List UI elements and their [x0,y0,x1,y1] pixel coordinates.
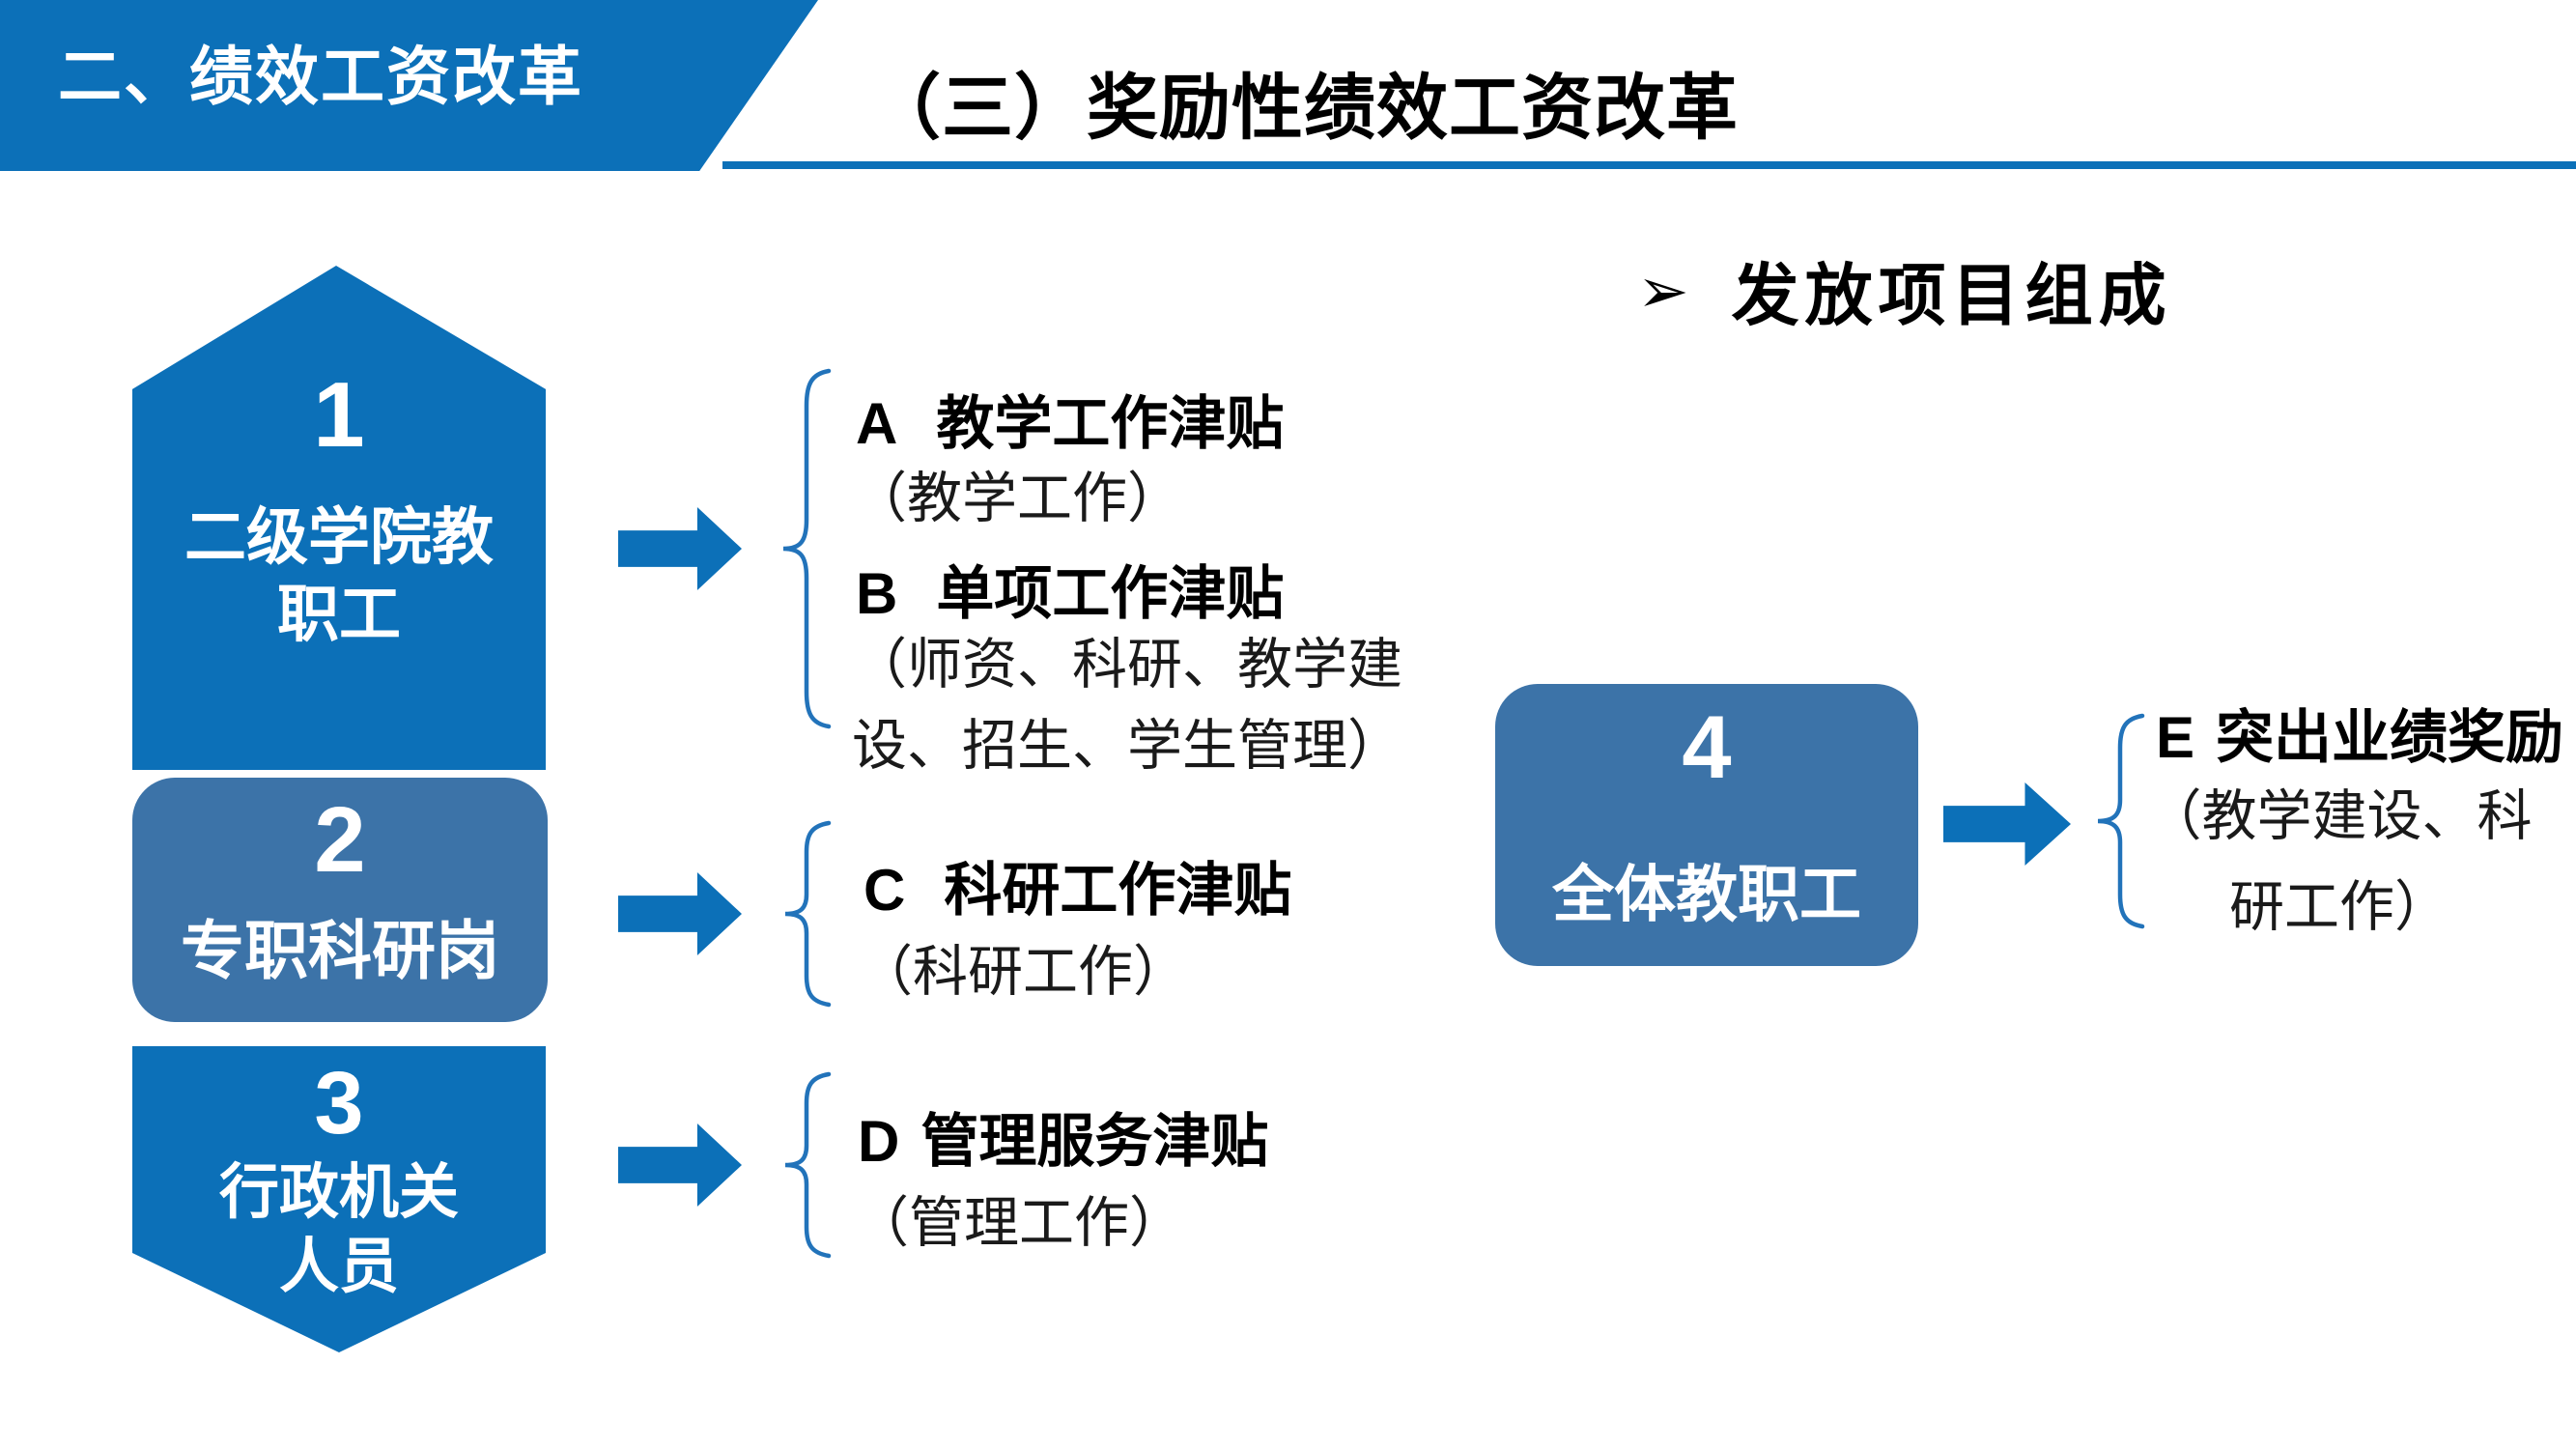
section-heading-row: ➢ 发放项目组成 [1637,242,2172,339]
item-b-title: 单项工作津贴 [936,561,1285,626]
section-banner-label: 二、绩效工资改革 [58,41,583,112]
item-c-code: C [863,858,906,923]
group-1-label-line2: 职工 [277,580,401,649]
brace-c-icon [784,820,832,1008]
item-c-header: C 科研工作津贴 [863,843,1291,927]
group-1-label-line1: 二级学院教 [184,502,494,572]
item-a-title: 教学工作津贴 [936,391,1285,456]
brace-d-icon [784,1071,832,1259]
brace-e-icon [2097,713,2145,929]
right-arrow-icon-4 [1943,782,2071,866]
item-a-code: A [856,391,898,456]
item-d-title: 管理服务津贴 [920,1109,1269,1174]
right-arrow-icon-3 [618,1123,742,1207]
group-2-number: 2 [314,788,366,892]
page-title: （三）奖励性绩效工资改革 [869,68,1739,148]
group-1-shape [132,266,546,770]
group-1-number: 1 [313,363,365,467]
title-underline [722,161,2576,169]
item-e-header: E 突出业绩奖励 [2156,691,2563,775]
group-1-label: 二级学院教职工 [132,498,546,653]
item-d-header: D 管理服务津贴 [858,1095,1268,1179]
group-2-label: 专职科研岗 [181,915,499,986]
item-e-detail: （教学建设、科研工作） [2115,771,2563,952]
item-e-title: 突出业绩奖励 [2216,705,2564,770]
item-b-detail: （师资、科研、教学建设、招生、学生管理） [852,624,1402,786]
brace-ab-icon [782,368,832,729]
item-b-code: B [856,561,898,626]
right-arrow-icon-1 [618,507,742,590]
item-c-title: 科研工作津贴 [944,858,1292,923]
item-e-detail-line2: 研工作） [2229,876,2449,938]
item-a-detail: （教学工作） [852,468,1182,529]
item-e-detail-line1: （教学建设、科 [2146,785,2533,847]
item-e-code: E [2156,705,2195,770]
item-c-detail: （科研工作） [858,941,1188,1003]
group-3-label-line1: 行政机关 [218,1159,459,1226]
group-3-label: 行政机关人员 [132,1155,546,1304]
group-3-label-line2: 人员 [278,1234,399,1300]
item-b-header: B 单项工作津贴 [856,547,1284,631]
item-d-detail: （管理工作） [854,1192,1184,1254]
item-a-header: A 教学工作津贴 [856,377,1284,461]
item-d-code: D [858,1109,900,1174]
item-b-detail-line1: （师资、科研、教学建 [852,634,1402,696]
group-4-label: 全体教职工 [1552,860,1861,929]
section-banner [0,0,818,171]
group-3-number: 3 [314,1054,364,1152]
arrow-bullet-icon: ➢ [1637,255,1689,326]
section-heading: 发放项目组成 [1731,258,2172,333]
item-b-detail-line2: 设、招生、学生管理） [852,715,1402,777]
group-4-shape [1495,684,1918,966]
group-4-number: 4 [1682,698,1732,797]
right-arrow-icon-2 [618,872,742,955]
group-2-shape [132,778,548,1022]
